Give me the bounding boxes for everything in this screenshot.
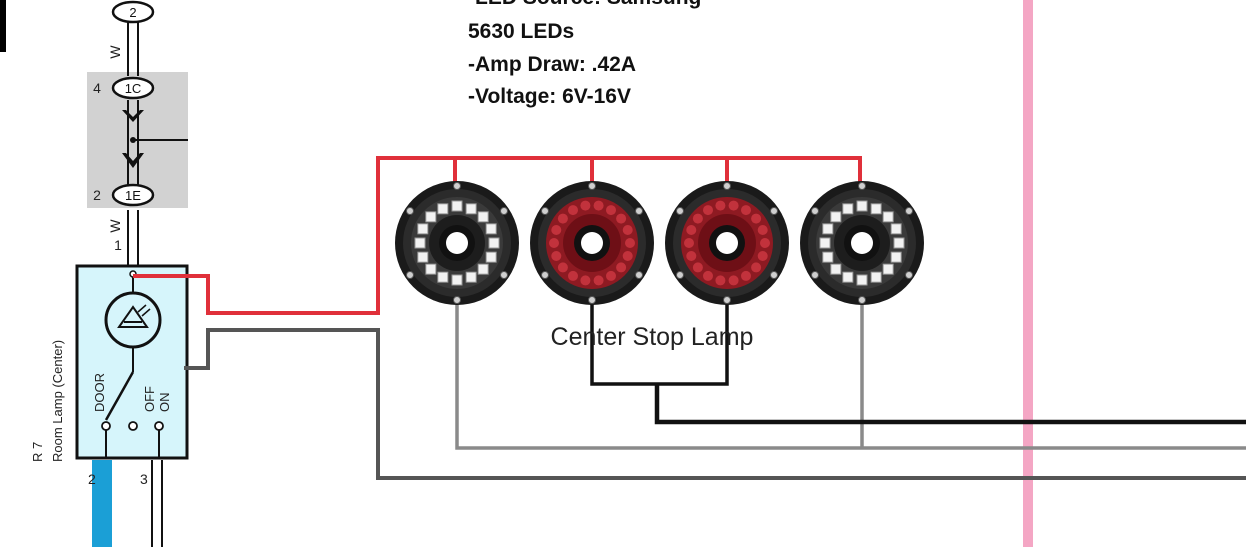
spec-led-source: -LED Source: Samsung: [468, 0, 701, 9]
switch-off-label: OFF: [142, 386, 157, 412]
wire-color-label-upper: W: [107, 45, 123, 59]
led-lamp-white: [800, 181, 924, 305]
corner-marker: [0, 0, 6, 52]
spec-amp-draw: -Amp Draw: .42A: [468, 53, 636, 76]
spec-led-count: 5630 LEDs: [468, 20, 574, 43]
connector-pill-1e: [111, 183, 155, 207]
connector-1e-pin: 2: [93, 187, 101, 203]
center-stop-lamp-caption: Center Stop Lamp: [551, 323, 754, 351]
switch-contact-off: [128, 421, 138, 431]
bulb-icon: [104, 291, 162, 349]
pink-divider-line: [1023, 0, 1033, 547]
connector-pill-top: [111, 0, 155, 24]
connector-1c-label: 1C: [125, 81, 142, 96]
led-lamp-white: [395, 181, 519, 305]
room-lamp-name: Room Lamp (Center): [50, 340, 65, 462]
wire-color-label-lower: W: [107, 219, 123, 233]
led-lamp-red: [530, 181, 654, 305]
connector-arrow-lower: [122, 153, 144, 168]
junction-dot: [130, 137, 136, 143]
pin-two-label: 2: [88, 471, 96, 487]
room-lamp-ref: R 7: [30, 442, 45, 462]
positive-wire: [133, 156, 862, 315]
pin-one-label: 1: [114, 237, 122, 253]
switch-contact-on: [154, 421, 164, 431]
connector-arrow-upper: [122, 110, 144, 122]
switch-contact-door: [101, 421, 111, 431]
pin-three-label: 3: [140, 471, 148, 487]
blue-wire: [92, 460, 112, 547]
ground-loop-wire: [590, 300, 729, 386]
switch-door-label: DOOR: [92, 373, 107, 412]
led-symbol: [117, 305, 149, 328]
connector-1c-pin: 4: [93, 80, 101, 96]
connector-top-label: 2: [129, 5, 136, 20]
door-signal-wire: [184, 328, 1246, 480]
connector-1e-label: 1E: [125, 188, 141, 203]
lamp-gray-wire: [455, 300, 1246, 450]
switch-lever: [104, 371, 135, 421]
ground-wire: [654, 384, 1246, 425]
center-stop-lamps: [395, 181, 924, 305]
connector-pill-1c: [111, 76, 155, 100]
spec-voltage: -Voltage: 6V-16V: [468, 85, 631, 108]
led-lamp-red: [665, 181, 789, 305]
switch-on-label: ON: [157, 393, 172, 413]
